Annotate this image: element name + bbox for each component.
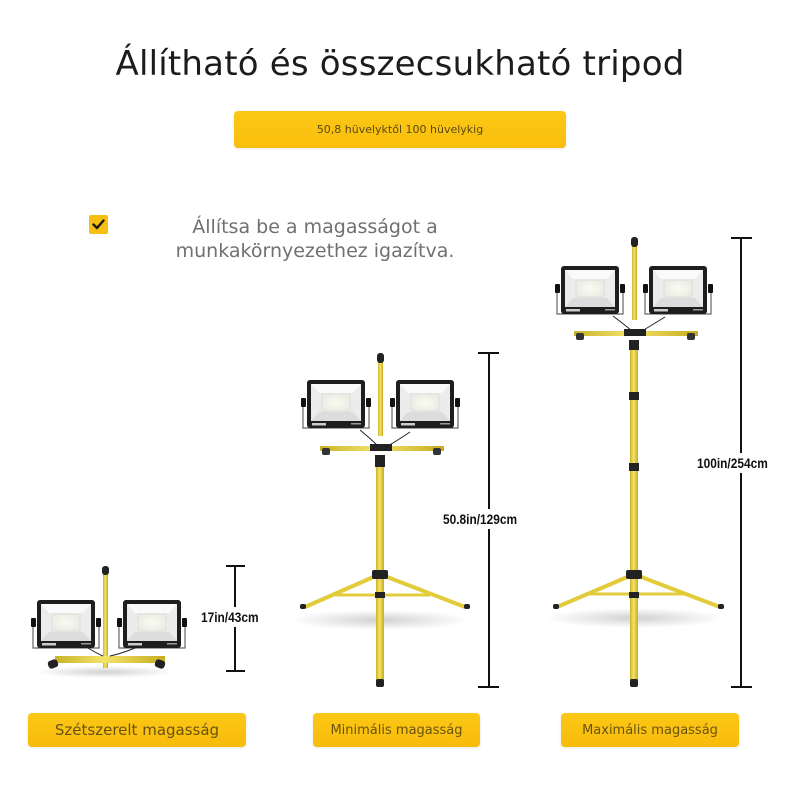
dimension-label-minimum: 50.8in/129cm bbox=[443, 509, 518, 529]
caption-disassembled-height: Szétszerelt magasság bbox=[28, 713, 246, 747]
dimension-label-maximum: 100in/254cm bbox=[697, 453, 768, 473]
minimum-height-tripod-illustration bbox=[290, 353, 470, 687]
height-range-text: 50,8 hüvelyktől 100 hüvelykig bbox=[316, 123, 484, 136]
page-title: Állítható és összecsukható tripod bbox=[115, 44, 685, 84]
checkbox-checked-icon bbox=[89, 215, 108, 234]
caption-disassembled-text: Szétszerelt magasság bbox=[54, 721, 220, 739]
dimension-label-disassembled: 17in/43cm bbox=[201, 607, 259, 627]
height-range-badge: 50,8 hüvelyktől 100 hüvelykig bbox=[234, 111, 566, 148]
caption-minimum-height: Minimális magasság bbox=[313, 713, 480, 747]
caption-minimum-text: Minimális magasság bbox=[330, 722, 463, 738]
disassembled-stand-illustration bbox=[30, 566, 188, 678]
caption-maximum-height: Maximális magasság bbox=[561, 713, 739, 747]
caption-maximum-text: Maximális magasság bbox=[582, 722, 718, 738]
maximum-height-tripod-illustration bbox=[545, 237, 725, 687]
feature-description: Állítsa be a magasságot a munkakörnyezet… bbox=[175, 216, 455, 262]
